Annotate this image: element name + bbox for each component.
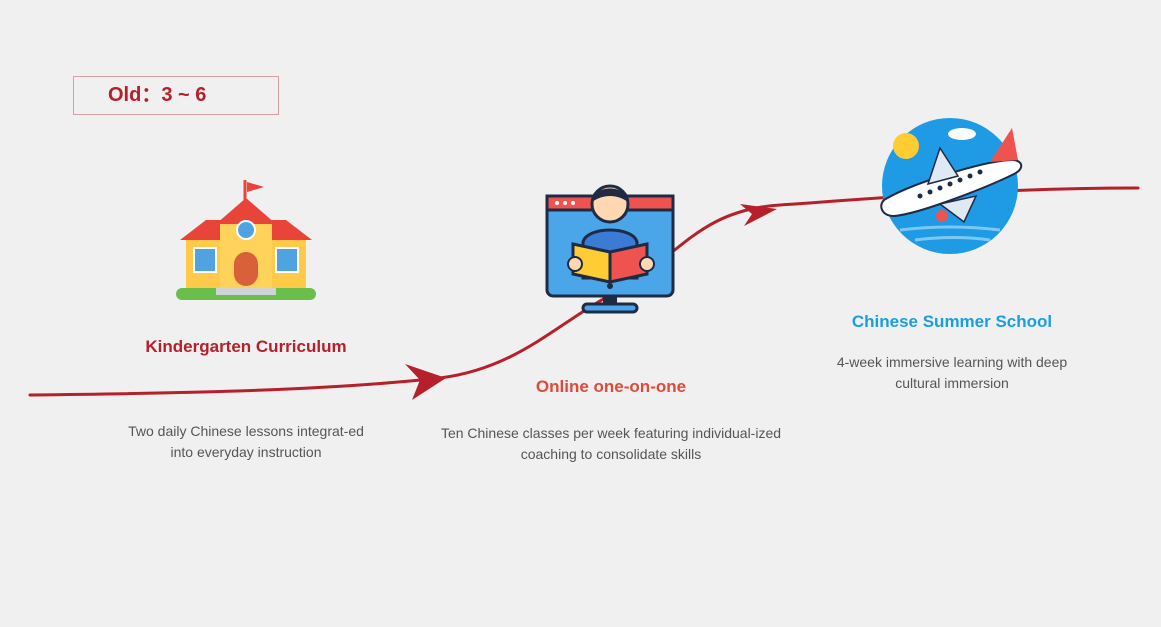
online-learning-icon — [545, 184, 675, 314]
stage-3-title: Chinese Summer School — [851, 312, 1053, 331]
age-badge: Old：3 ~ 6 — [73, 76, 279, 115]
stage-1-title: Kindergarten Curriculum — [145, 337, 347, 356]
arrowhead-1-icon — [405, 364, 446, 400]
stage-2-description: Ten Chinese classes per week featuring i… — [440, 425, 782, 462]
school-icon — [176, 180, 316, 300]
stage-3-description: 4-week immersive learning with deep cult… — [836, 354, 1068, 391]
airplane-icon — [880, 118, 1023, 254]
stage-1-description: Two daily Chinese lessons integrat-ed in… — [128, 423, 364, 460]
arrowhead-2-icon — [740, 204, 777, 226]
stage-2-title: Online one-on-one — [535, 377, 687, 396]
